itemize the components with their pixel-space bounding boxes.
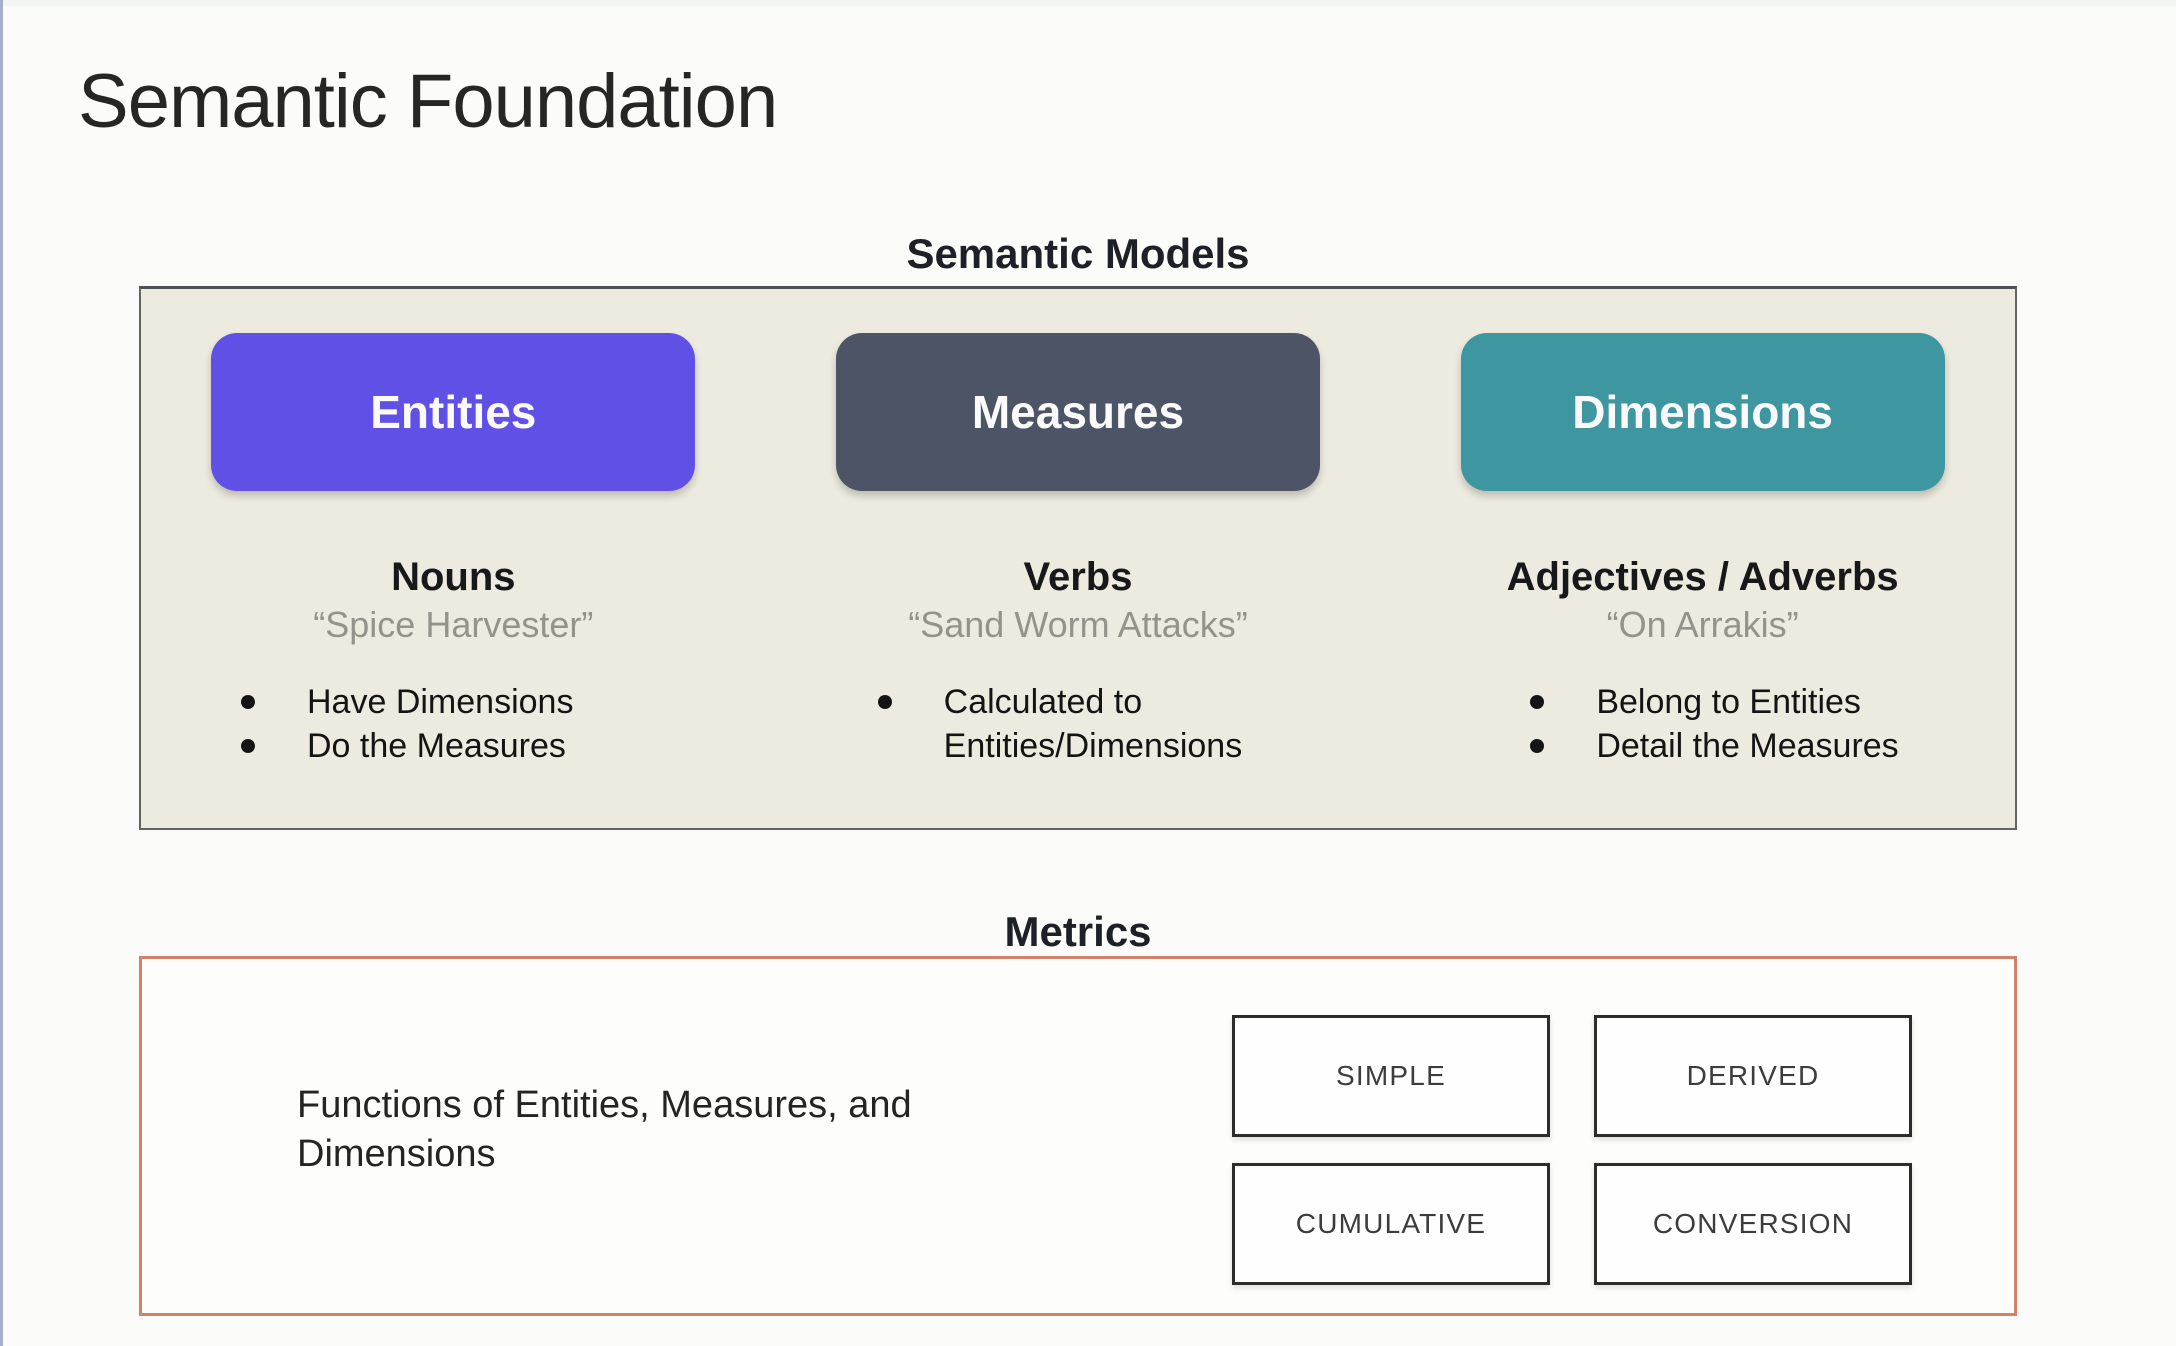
- list-item: Belong to Entities: [1530, 680, 1898, 724]
- entities-column: Entities Nouns “Spice Harvester” Have Di…: [141, 289, 766, 828]
- measures-pill: Measures: [835, 333, 1320, 491]
- bullet-icon: [241, 739, 255, 753]
- measures-role-label: Verbs: [1023, 555, 1133, 599]
- list-item: Have Dimensions: [241, 680, 573, 724]
- entities-role-label: Nouns: [391, 555, 516, 599]
- entities-bullet-list: Have Dimensions Do the Measures: [241, 680, 573, 768]
- dimensions-role-label: Adjectives / Adverbs: [1506, 555, 1899, 599]
- bullet-icon: [1530, 695, 1545, 709]
- metrics-description: Functions of Entities, Measures, and Dim…: [297, 1084, 912, 1176]
- measures-column: Measures Verbs “Sand Worm Attacks” Calcu…: [766, 289, 1391, 828]
- semantic-models-heading: Semantic Models: [906, 230, 1250, 277]
- dimensions-pill: Dimensions: [1460, 333, 1945, 491]
- dimensions-bullet-list: Belong to Entities Detail the Measures: [1530, 680, 1899, 768]
- entities-example-quote: “Spice Harvester”: [313, 604, 594, 645]
- metrics-heading: Metrics: [1004, 908, 1152, 955]
- slide-title: Semantic Foundation: [78, 59, 778, 144]
- slide-top-edge: [0, 0, 2176, 6]
- metric-types-grid: SIMPLE DERIVED CUMULATIVE CONVERSION: [1232, 1015, 1912, 1285]
- dimensions-example-quote: “On Arrakis”: [1606, 604, 1799, 645]
- metric-type-simple: SIMPLE: [1232, 1015, 1550, 1137]
- entities-pill: Entities: [211, 333, 696, 491]
- measures-bullet-list: Calculated to Entities/Dimensions: [877, 680, 1324, 768]
- metrics-panel: Functions of Entities, Measures, and Dim…: [139, 956, 2017, 1316]
- list-item: Do the Measures: [241, 724, 573, 768]
- metric-type-cumulative: CUMULATIVE: [1232, 1163, 1550, 1285]
- bullet-icon: [241, 695, 255, 709]
- measures-example-quote: “Sand Worm Attacks”: [908, 604, 1248, 645]
- metric-type-derived: DERIVED: [1594, 1015, 1912, 1137]
- metric-type-conversion: CONVERSION: [1594, 1163, 1912, 1285]
- bullet-icon: [1530, 739, 1545, 753]
- list-item: Detail the Measures: [1530, 724, 1899, 768]
- slide-left-edge: [0, 0, 3, 1346]
- bullet-icon: [877, 695, 892, 709]
- semantic-models-panel: Entities Nouns “Spice Harvester” Have Di…: [139, 286, 2017, 830]
- list-item: Calculated to Entities/Dimensions: [877, 680, 1324, 768]
- dimensions-column: Dimensions Adjectives / Adverbs “On Arra…: [1390, 289, 2015, 828]
